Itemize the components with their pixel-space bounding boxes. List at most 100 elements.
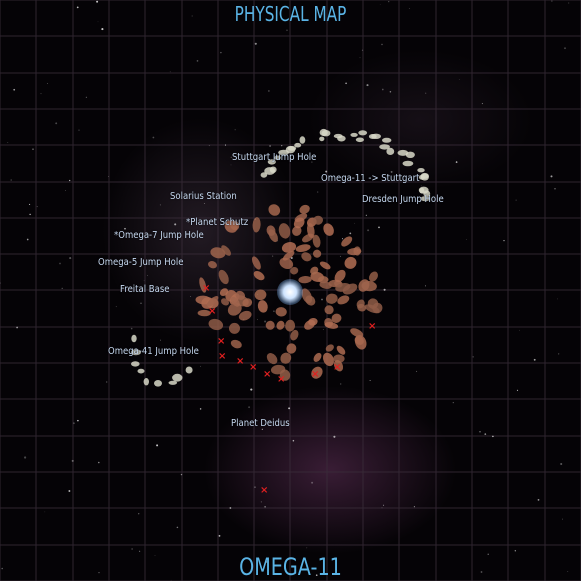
star-dot — [32, 148, 34, 150]
star-dot — [381, 507, 383, 509]
star-dot — [10, 179, 12, 181]
star-dot — [290, 256, 293, 260]
star-dot — [208, 145, 210, 147]
asteroid-icon — [220, 298, 230, 306]
star-dot — [321, 298, 323, 301]
star-dot — [333, 435, 336, 438]
asteroid-icon — [324, 321, 339, 329]
asteroid-icon — [195, 295, 212, 305]
star-dot — [170, 579, 172, 581]
star-dot — [106, 381, 108, 383]
asteroid-icon — [267, 159, 276, 165]
star-dot — [130, 327, 133, 330]
omega41-jump-hole-label[interactable]: Omega-41 Jump Hole — [108, 346, 199, 357]
star-dot — [199, 408, 202, 410]
star-dot — [269, 145, 272, 147]
omega11-stuttgart-label[interactable]: Omega-11 -> Stuttgart — [321, 173, 420, 184]
star-dot — [96, 0, 99, 3]
asteroid-icon — [276, 320, 285, 330]
asteroid-icon — [154, 380, 162, 387]
star-dot — [272, 255, 274, 257]
star-dot — [288, 407, 291, 410]
asteroid-icon — [357, 303, 367, 312]
star-dot — [71, 459, 74, 462]
star-dot — [16, 326, 18, 329]
asteroid-icon — [331, 313, 342, 323]
asteroid-icon — [325, 344, 334, 352]
planet-deidus-label[interactable]: Planet Deidus — [231, 418, 290, 429]
stuttgart-jump-hole-label[interactable]: Stuttgart Jump Hole — [232, 152, 317, 163]
x-marker-icon[interactable]: × — [208, 306, 217, 317]
star-dot — [383, 504, 385, 506]
star-dot — [455, 161, 458, 163]
star-dot — [317, 191, 319, 193]
asteroid-icon — [299, 136, 306, 144]
star-dot — [480, 571, 483, 573]
ice-asteroid-field — [130, 128, 431, 387]
asteroid-icon — [417, 168, 425, 173]
omega5-jump-hole-label[interactable]: Omega-5 Jump Hole — [98, 257, 184, 268]
star-dot — [26, 238, 29, 241]
x-marker-icon[interactable]: × — [333, 362, 342, 373]
asteroid-icon — [295, 244, 311, 252]
x-marker-icon[interactable]: × — [236, 356, 245, 367]
asteroid-icon — [313, 249, 322, 258]
star-dot — [29, 203, 31, 205]
star-dot — [154, 555, 156, 557]
star-dot — [229, 507, 232, 509]
asteroid-icon — [298, 275, 312, 284]
x-marker-icon[interactable]: × — [217, 336, 226, 347]
asteroid-icon — [257, 300, 268, 313]
star-dot — [554, 188, 556, 190]
asteroid-icon — [419, 187, 425, 194]
asteroid-icon — [313, 352, 322, 362]
star-dot — [359, 57, 361, 59]
star-dot — [361, 49, 364, 51]
omega7-jump-hole-label[interactable]: *Omega-7 Jump Hole — [114, 230, 204, 241]
x-marker-icon[interactable]: × — [218, 351, 227, 362]
x-marker-icon[interactable]: × — [249, 362, 258, 373]
star-dot — [250, 388, 253, 391]
star-dot — [44, 511, 46, 513]
asteroid-icon — [265, 320, 275, 330]
star-dot — [339, 255, 341, 257]
x-marker-icon[interactable]: × — [311, 369, 320, 380]
star-dot — [7, 142, 9, 143]
dresden-jump-hole-label[interactable]: Dresden Jump Hole — [362, 194, 444, 205]
asteroid-icon — [336, 345, 346, 355]
planet-schutz-label[interactable]: *Planet Schutz — [186, 217, 249, 228]
freital-base-label[interactable]: Freital Base — [120, 284, 170, 295]
star-dot — [389, 91, 392, 93]
star-dot — [366, 84, 369, 87]
star-dot — [230, 164, 232, 166]
asteroid-icon — [168, 380, 178, 385]
asteroid-icon — [274, 155, 281, 161]
solarius-station-label[interactable]: Solarius Station — [170, 191, 237, 202]
asteroid-icon — [293, 217, 305, 229]
star-dot — [503, 239, 505, 242]
star-dot — [551, 0, 553, 2]
asteroid-icon — [335, 282, 351, 292]
asteroid-icon — [292, 226, 302, 236]
star-dot — [484, 433, 487, 435]
star-dot — [98, 461, 100, 464]
x-marker-icon[interactable]: × — [368, 321, 377, 332]
x-marker-icon[interactable]: × — [260, 485, 269, 496]
star-dot — [413, 506, 415, 508]
star-dot — [40, 93, 42, 95]
star-dot — [248, 406, 251, 409]
sun-star-icon[interactable] — [277, 279, 303, 305]
star-dot — [224, 144, 227, 146]
x-marker-icon[interactable]: × — [202, 283, 211, 294]
star-dot — [152, 136, 155, 139]
star-dot — [234, 129, 236, 131]
x-marker-icon[interactable]: × — [263, 369, 272, 380]
x-marker-icon[interactable]: × — [277, 374, 286, 385]
asteroid-icon — [311, 366, 323, 379]
star-dot — [322, 329, 324, 330]
asteroid-icon — [321, 130, 331, 137]
asteroid-icon — [354, 335, 367, 350]
asteroid-icon — [313, 215, 323, 225]
star-dot — [174, 223, 177, 226]
